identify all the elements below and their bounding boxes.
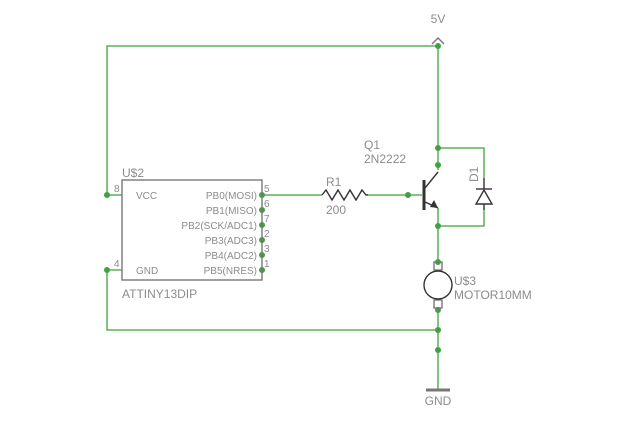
junction-node [405, 192, 411, 198]
resistor-component[interactable]: R1 200 [321, 175, 368, 217]
ground-symbol[interactable]: GND [425, 388, 452, 408]
mcu-pin-number: 5 [264, 184, 270, 195]
motor-ref: U$3 [454, 274, 476, 288]
mcu-ref: U$2 [122, 166, 144, 180]
mcu-pin-name: PB0(MOSI) [206, 191, 257, 202]
supply-label: 5V [431, 12, 446, 26]
mcu-pin-number: 7 [264, 214, 270, 225]
supply-symbol[interactable]: 5V [431, 12, 446, 45]
mcu-pin-name: PB3(ADC3) [205, 236, 257, 247]
wires [106, 45, 485, 390]
wire-diode-bottom [438, 210, 485, 227]
motor-circle-icon [423, 270, 453, 300]
junction-node [435, 223, 441, 229]
resistor-ref: R1 [326, 175, 342, 189]
junction-node [104, 267, 110, 273]
motor-component[interactable]: U$3 MOTOR10MM [423, 261, 532, 309]
transistor-component[interactable]: Q1 2N2222 [364, 138, 439, 210]
mcu-pin-number: 1 [264, 259, 270, 270]
junction-node [435, 347, 441, 353]
ground-label: GND [425, 394, 452, 408]
mcu-pin-name: PB1(MISO) [206, 206, 257, 217]
wire-diode-top [438, 147, 485, 178]
junction-node [104, 192, 110, 198]
mcu-pin-name: PB5(NRES) [204, 266, 257, 277]
mcu-pin-name: PB4(ADC2) [205, 251, 257, 262]
diode-triangle-icon [474, 188, 494, 205]
motor-brush-icon [433, 299, 443, 309]
junction-node [435, 327, 441, 333]
mcu-value: ATTINY13DIP [122, 287, 197, 301]
mcu-pin-name: VCC [136, 191, 157, 202]
transistor-emitter-arrow-icon [430, 200, 438, 208]
mcu-body [121, 179, 263, 281]
motor-brush-icon [433, 261, 443, 271]
junction-node [435, 162, 441, 168]
mcu-pin-number: 4 [114, 259, 120, 270]
resistor-value: 200 [326, 203, 346, 217]
mcu-pin-number: 3 [264, 244, 270, 255]
transistor-collector-lead [424, 171, 439, 189]
wire-gnd-return [106, 269, 438, 331]
junction-node [435, 43, 441, 49]
mcu-pin-name: PB2(SCK/ADC1) [181, 221, 257, 232]
mcu-component[interactable]: U$2 ATTINY13DIP 8 VCC 4 GND PB0(MOSI) 5 … [114, 166, 270, 301]
motor-value: MOTOR10MM [454, 288, 532, 302]
mcu-pin-number: 8 [114, 184, 120, 195]
resistor-zigzag-icon [321, 188, 368, 202]
mcu-pin-number: 6 [264, 199, 270, 210]
wire-5v-rail [106, 45, 438, 196]
mcu-pin-number: 2 [264, 229, 270, 240]
mcu-pin-name: GND [136, 266, 158, 277]
supply-arrow-icon [431, 37, 445, 45]
diode-ref: D1 [467, 166, 481, 182]
diode-component[interactable]: D1 [467, 166, 494, 210]
transistor-ref: Q1 [364, 138, 380, 152]
transistor-value: 2N2222 [364, 152, 406, 166]
junction-node [435, 145, 441, 151]
